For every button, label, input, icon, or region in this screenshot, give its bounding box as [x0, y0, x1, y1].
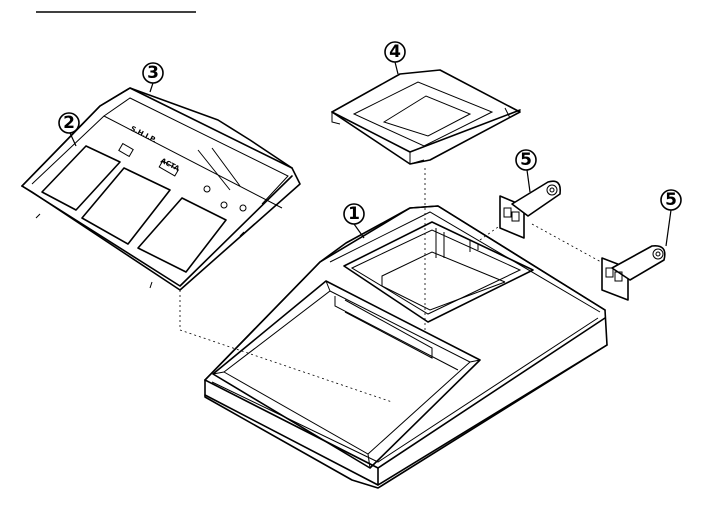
callout-2: 2: [58, 112, 80, 147]
callout-2-label: 2: [63, 113, 75, 133]
callout-4: 4: [384, 41, 406, 75]
callout-1: 1: [343, 203, 365, 239]
housing-part-1: [204, 205, 608, 489]
callout-5b-label: 5: [665, 190, 677, 210]
front-panel-parts-2-3: S.H.I.P. ACTA: [21, 87, 301, 291]
callout-3: 3: [142, 62, 164, 93]
callout-1-label: 1: [348, 204, 360, 224]
bracket-part-5b: [601, 244, 666, 301]
callout-5a-label: 5: [520, 150, 532, 170]
callout-3-label: 3: [147, 63, 159, 83]
bracket-part-5a: [499, 180, 562, 239]
top-cover-part-4: [331, 69, 521, 165]
callout-5a: 5: [515, 149, 537, 193]
callout-5b: 5: [660, 189, 682, 247]
callout-4-label: 4: [389, 42, 401, 62]
